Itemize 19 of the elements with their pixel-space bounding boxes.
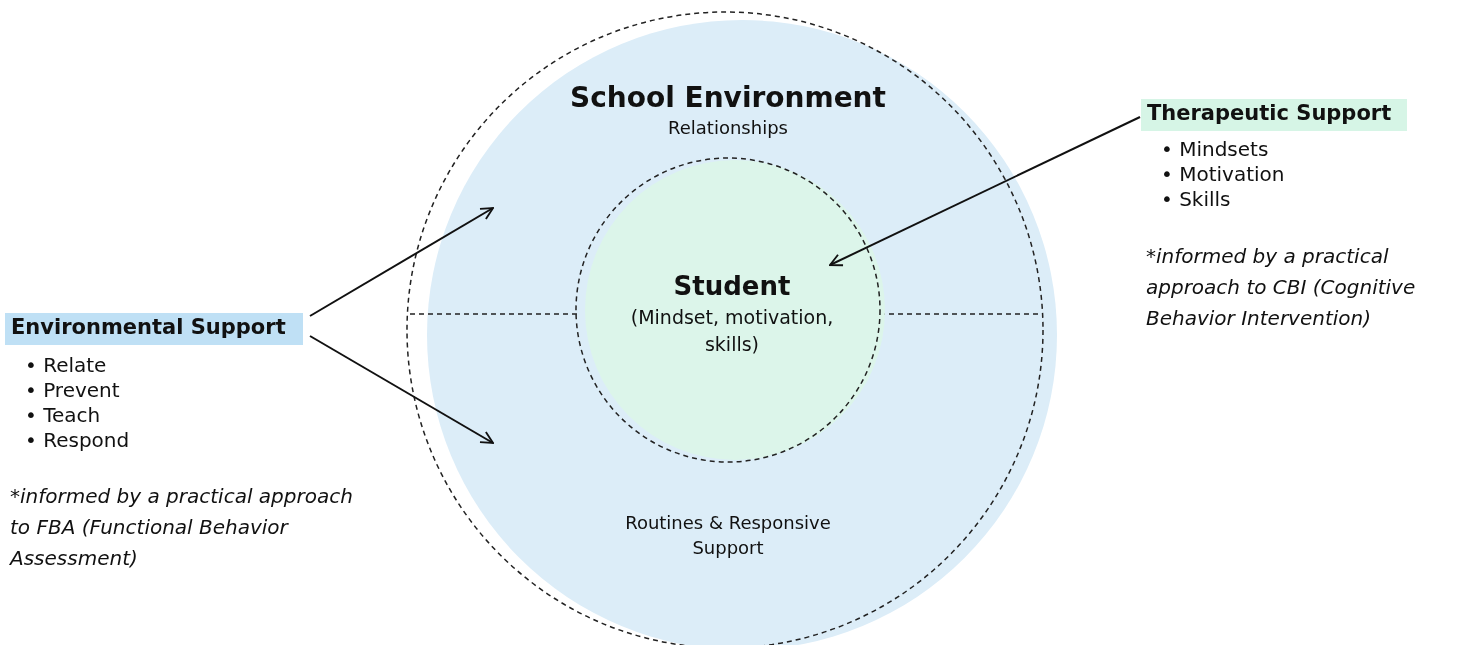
- footnote-text: *informed by a practical approach to FBA (Functional Behavior Assessment): [10, 483, 354, 572]
- circle-subtitle: Relationships: [667, 116, 789, 140]
- arrow: [309, 335, 494, 444]
- arrow: [829, 116, 1141, 267]
- bullet-item: • Skills: [1161, 187, 1232, 212]
- bullet-item: • Respond: [25, 428, 131, 453]
- heading-tag: Environmental Support: [5, 313, 303, 345]
- bullet-item: • Motivation: [1161, 162, 1286, 187]
- circle-caption: Routines & Responsive Support: [624, 511, 832, 561]
- heading-tag: Therapeutic Support: [1141, 99, 1407, 131]
- circle-title: Student: [672, 270, 792, 303]
- bullet-item: • Teach: [25, 403, 102, 428]
- bullet-item: • Mindsets: [1161, 137, 1270, 162]
- bullet-item: • Prevent: [25, 378, 121, 403]
- arrow: [309, 207, 494, 317]
- circle-title: School Environment: [569, 80, 887, 116]
- circle-subtitle: (Mindset, motivation, skills): [629, 305, 835, 357]
- footnote-text: *informed by a practical approach to CBI (Cognitive Behavior Intervention): [1146, 243, 1417, 332]
- bullet-item: • Relate: [25, 353, 108, 378]
